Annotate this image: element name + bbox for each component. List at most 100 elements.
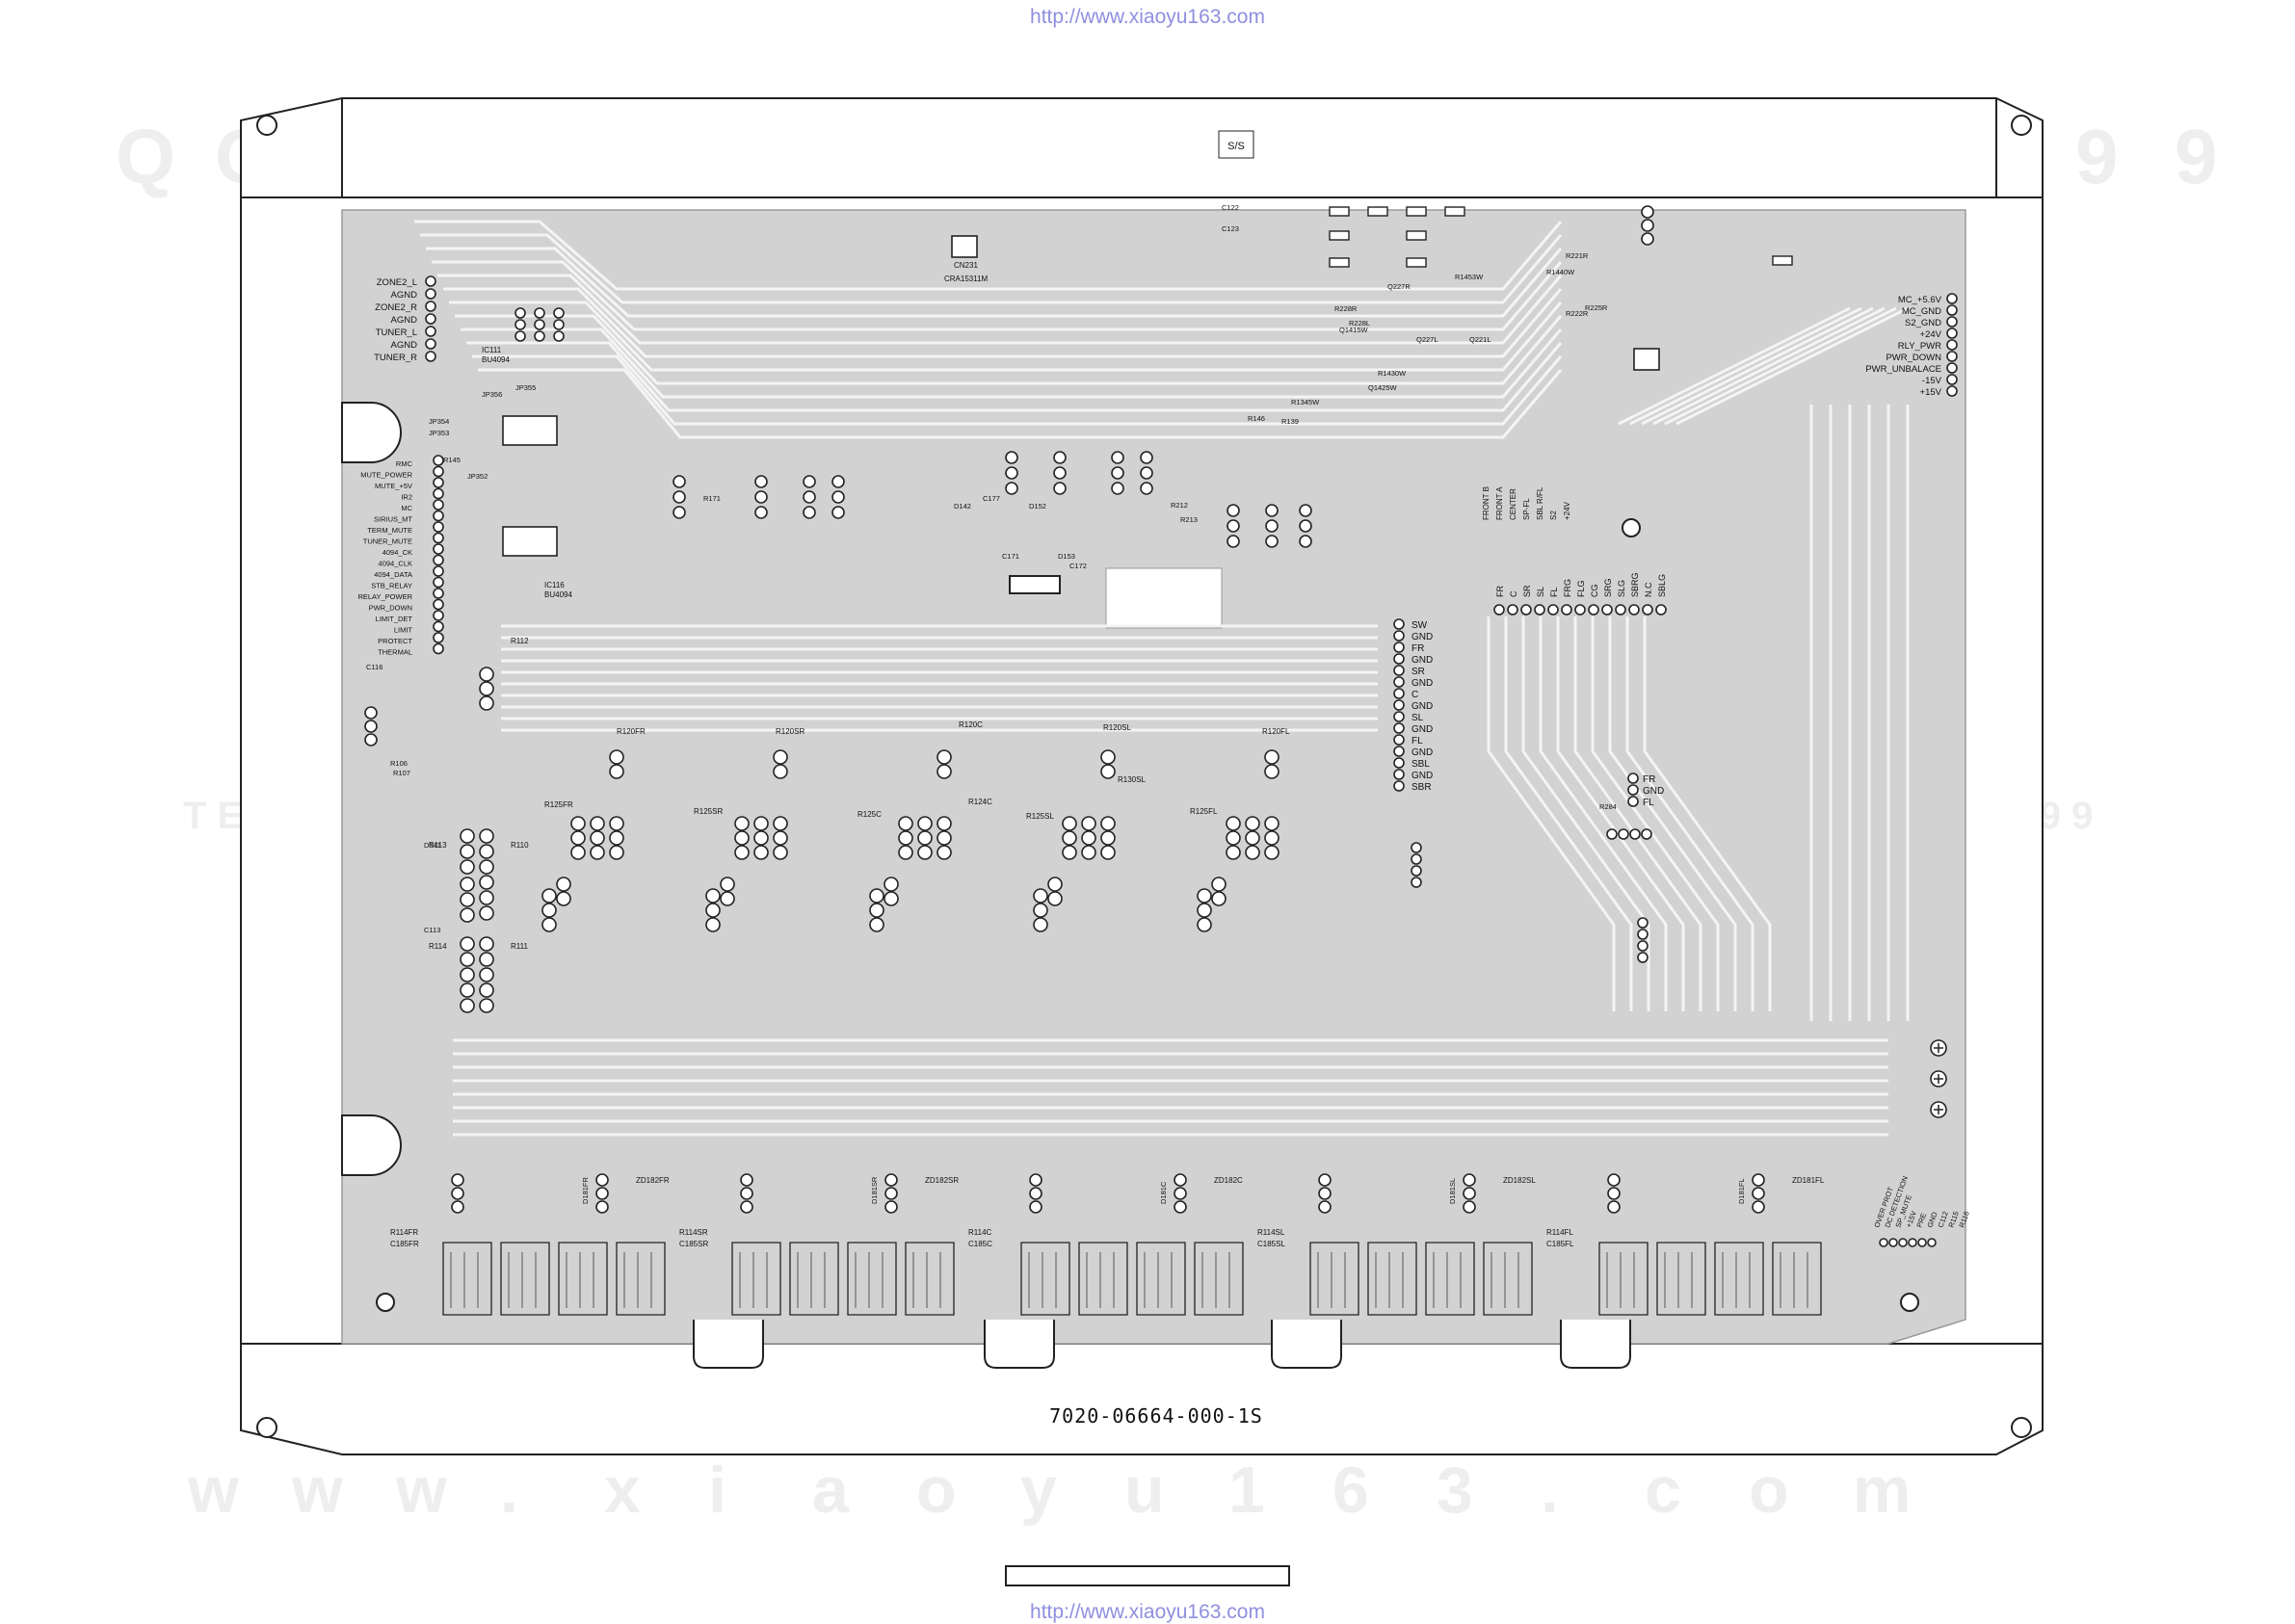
component-label: R107 <box>393 769 410 777</box>
ic-footprint <box>951 235 978 258</box>
smd-part <box>1329 230 1350 241</box>
solder-pad <box>1264 764 1279 779</box>
capacitor-label: C185C <box>968 1240 992 1248</box>
mounting-hole <box>1900 1293 1919 1312</box>
solder-pad <box>1655 604 1667 616</box>
solder-pad <box>425 288 436 300</box>
output-relay-group <box>442 1242 1822 1316</box>
solder-pad <box>514 319 526 330</box>
solder-pad <box>460 828 475 844</box>
solder-pad <box>433 455 444 466</box>
solder-pad <box>1946 316 1958 327</box>
connector-label: GND <box>1411 632 1433 642</box>
mounting-hole <box>376 1293 395 1312</box>
solder-pad <box>570 845 586 860</box>
resistor-label: R120FR <box>617 727 646 736</box>
solder-pad <box>1627 784 1639 796</box>
resistor-label: R120C <box>959 720 983 729</box>
connector-label: TUNER_MUTE <box>363 537 412 546</box>
solder-pad <box>1393 757 1405 769</box>
board-cutout <box>341 1114 402 1176</box>
relay-pin-line <box>1317 1252 1346 1308</box>
solder-pad <box>1607 1187 1621 1200</box>
relay-pin-line <box>623 1252 652 1308</box>
solder-pad <box>1197 903 1212 918</box>
ic-label: IC111 <box>482 346 502 354</box>
diode-label: D181FL <box>1737 1178 1746 1204</box>
connector-label: SR <box>1522 585 1532 597</box>
component-label: R1345W <box>1291 398 1320 406</box>
relay-pin-line <box>1201 1252 1230 1308</box>
solder-pad <box>1111 466 1124 480</box>
capacitor-label: C185FL <box>1546 1240 1574 1248</box>
connector-label: ZONE2_R <box>375 302 417 313</box>
solder-pad <box>1946 327 1958 339</box>
component-label: JP352 <box>467 472 488 481</box>
source-url-top: http://www.xiaoyu163.com <box>1030 6 1265 28</box>
source-url-bottom: http://www.xiaoyu163.com <box>1030 1601 1265 1623</box>
solder-pad <box>1547 604 1559 616</box>
resistor-label: R114C <box>968 1228 992 1237</box>
solder-pad <box>364 706 378 720</box>
speaker-trace <box>1521 616 1650 1011</box>
solder-pad <box>514 307 526 319</box>
solder-pad <box>595 1173 609 1187</box>
solder-pad <box>1047 877 1063 892</box>
solder-pad <box>433 554 444 566</box>
rail-trace <box>1629 306 1862 426</box>
solder-pad <box>451 1173 464 1187</box>
component-label: R1440W <box>1546 268 1575 276</box>
solder-pad <box>1908 1238 1917 1247</box>
solder-pad <box>433 565 444 577</box>
solder-pad <box>425 351 436 362</box>
solder-pad <box>773 749 788 765</box>
connector-label: FL <box>1643 798 1654 808</box>
solder-pad <box>1265 535 1279 548</box>
rail-trace <box>1664 306 1897 426</box>
solder-pad <box>460 982 475 998</box>
solder-pad <box>1029 1173 1042 1187</box>
diode-label: D181SL <box>1448 1178 1457 1204</box>
solder-pad <box>917 816 933 831</box>
relay-footprint <box>1078 1242 1128 1316</box>
component-label: C113 <box>424 926 440 934</box>
board-notch <box>1271 1320 1342 1369</box>
component-label: R284 <box>1599 802 1617 811</box>
resistor-label: R125FL <box>1190 807 1218 816</box>
relay-footprint <box>558 1242 608 1316</box>
capacitor-label: C185SR <box>679 1240 708 1248</box>
solder-pad <box>1174 1200 1187 1214</box>
solder-pad <box>1393 699 1405 711</box>
solder-pad <box>1411 853 1422 865</box>
solder-pad <box>754 490 768 504</box>
component-label: R222R <box>1566 309 1589 318</box>
connector-label: GND <box>1411 724 1433 735</box>
solder-pad <box>479 859 494 875</box>
component-label: R221R <box>1566 251 1589 260</box>
solder-pad <box>433 477 444 488</box>
connector-label: FL <box>1549 587 1559 597</box>
solder-pad <box>1211 891 1227 906</box>
solder-pad <box>460 907 475 923</box>
component-label: Q227R <box>1387 282 1411 291</box>
solder-pad <box>1946 351 1958 362</box>
resistor-label: R125C <box>857 810 882 819</box>
top-rail <box>341 98 1997 198</box>
connector-label: GND <box>1411 747 1433 758</box>
connector-label: TUNER_L <box>376 327 417 338</box>
solder-pad <box>1033 903 1048 918</box>
solder-pad <box>917 845 933 860</box>
solder-pad <box>1053 466 1067 480</box>
relay-footprint <box>500 1242 550 1316</box>
solder-pad <box>479 998 494 1013</box>
solder-pad <box>479 890 494 905</box>
connector-label: PWR_DOWN <box>1886 353 1941 363</box>
solder-pad <box>1062 845 1077 860</box>
signal-trace <box>437 274 1563 345</box>
solder-pad <box>609 749 624 765</box>
speaker-trace <box>1591 616 1720 1011</box>
solder-pad <box>479 844 494 859</box>
relay-pin-line <box>1028 1252 1057 1308</box>
connector-label: 4094_DATA <box>374 570 412 579</box>
connector-label: SP-FL <box>1522 498 1531 520</box>
